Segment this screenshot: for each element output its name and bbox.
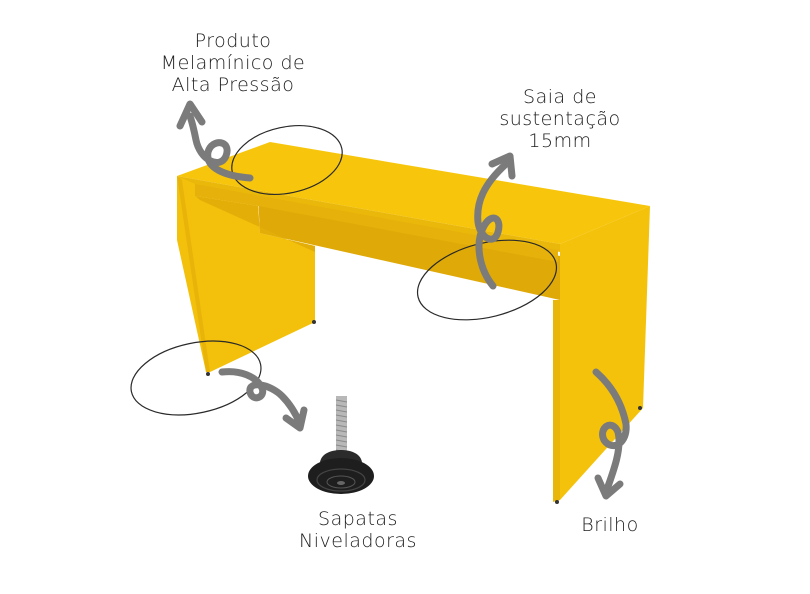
callout-line: Sapatas (318, 508, 398, 530)
arrow-bottom-left-icon (218, 368, 308, 432)
desk-foot (555, 500, 559, 504)
callout-line: sustentação (499, 108, 621, 130)
callout-line: Melamínico de (160, 52, 306, 74)
desk-skirt-top (195, 184, 558, 262)
desk-foot (312, 320, 316, 324)
arrow-top-right-icon (474, 152, 516, 290)
desk-right-panel-edge (553, 300, 560, 502)
desk-left-panel-inner (195, 196, 315, 252)
callout-label-gloss: Brilho (560, 514, 660, 536)
desk-right-panel (560, 206, 650, 500)
desk-left-panel-edge (177, 176, 210, 372)
callout-label-leveling-feet: Sapatas Niveladoras (268, 508, 448, 552)
arrow-bottom-right-icon (592, 368, 630, 500)
arrow-top-left-icon (176, 100, 254, 182)
callout-line: Alta Pressão (171, 74, 295, 96)
callout-line: Saia de (523, 86, 597, 108)
highlight-circle-foot (130, 340, 262, 416)
callout-label-melamine: Produto Melamínico de Alta Pressão (128, 30, 338, 96)
desk-left-panel (177, 176, 315, 372)
callout-label-skirt: Saia de sustentação 15mm (475, 86, 645, 152)
desk-top-surface (177, 142, 650, 244)
callout-line: 15mm (528, 130, 592, 152)
highlight-circle-top (231, 125, 343, 195)
callout-line: Niveladoras (299, 530, 417, 552)
desk-foot (206, 372, 210, 376)
leveling-foot-icon (308, 396, 374, 494)
callout-line: Produto (194, 30, 272, 52)
desk-foot (638, 406, 642, 410)
callout-line: Brilho (581, 514, 639, 536)
